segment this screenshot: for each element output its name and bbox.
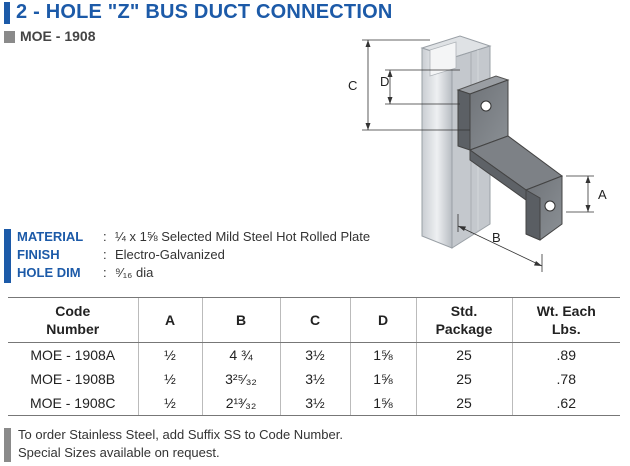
cell-b: 3²⁵⁄₃₂: [201, 367, 280, 391]
dimension-label-d: D: [380, 74, 389, 89]
cell-d: 1⅝: [349, 391, 416, 416]
cell-weight: .62: [511, 391, 620, 416]
cell-c: 3½: [279, 342, 350, 367]
table-row: MOE - 1908A ½ 4 ¾ 3½ 1⅝ 25 .89: [8, 342, 620, 367]
spec-label: FINISH: [17, 247, 60, 262]
header-c: C: [279, 297, 350, 343]
cell-b: 4 ¾: [201, 342, 280, 367]
cell-package: 25: [415, 367, 512, 391]
table-row: MOE - 1908C ½ 2¹³⁄₃₂ 3½ 1⅝ 25 .62: [8, 391, 620, 416]
cell-code: MOE - 1908C: [8, 391, 138, 416]
cell-c: 3½: [279, 367, 350, 391]
spec-colon: :: [103, 229, 107, 244]
cell-a: ½: [137, 367, 202, 391]
specs-accent-bar: [4, 229, 11, 283]
dimension-label-c: C: [348, 78, 357, 93]
header-a: A: [137, 297, 202, 343]
page-title: 2 - HOLE "Z" BUS DUCT CONNECTION: [16, 1, 393, 23]
cell-weight: .78: [511, 367, 620, 391]
dimension-label-a: A: [598, 187, 607, 202]
header-d: D: [349, 297, 416, 343]
spec-label: HOLE DIM: [17, 265, 81, 280]
cell-d: 1⅝: [349, 342, 416, 367]
cell-b: 2¹³⁄₃₂: [201, 391, 280, 416]
spec-colon: :: [103, 265, 107, 280]
header-std-package: Std.Package: [415, 297, 512, 343]
cell-weight: .89: [511, 342, 620, 367]
part-number-title: MOE - 1908: [20, 28, 96, 44]
bracket-drawing: C D A B: [348, 35, 607, 272]
dimension-label-b: B: [492, 230, 501, 245]
cell-package: 25: [415, 391, 512, 416]
dimension-arrows: [365, 40, 591, 266]
cell-d: 1⅝: [349, 367, 416, 391]
cell-code: MOE - 1908A: [30, 347, 116, 363]
cell-a: ½: [137, 342, 202, 367]
spec-value: Electro-Galvanized: [115, 247, 225, 262]
cell-code: MOE - 1908B: [30, 371, 116, 387]
spec-value: ⁹⁄₁₆ dia: [115, 265, 154, 280]
note-special-sizes: Special Sizes available on request.: [18, 445, 220, 460]
cell-package: 25: [415, 342, 512, 367]
cell-c: 3½: [279, 391, 350, 416]
z-bracket: [456, 75, 564, 241]
subtitle-accent-bar: [4, 31, 15, 43]
header-b: B: [201, 297, 280, 343]
spec-colon: :: [103, 247, 107, 262]
cell-a: ½: [137, 391, 202, 416]
spec-label: MATERIAL: [17, 229, 84, 244]
table-row: MOE - 1908B ½ 3²⁵⁄₃₂ 3½ 1⅝ 25 .78: [8, 367, 620, 391]
title-accent-bar: [4, 2, 10, 24]
spec-value: ¼ x 1⅝ Selected Mild Steel Hot Rolled Pl…: [115, 229, 371, 244]
note-stainless: To order Stainless Steel, add Suffix SS …: [18, 427, 343, 442]
notes-accent-bar: [4, 428, 11, 462]
